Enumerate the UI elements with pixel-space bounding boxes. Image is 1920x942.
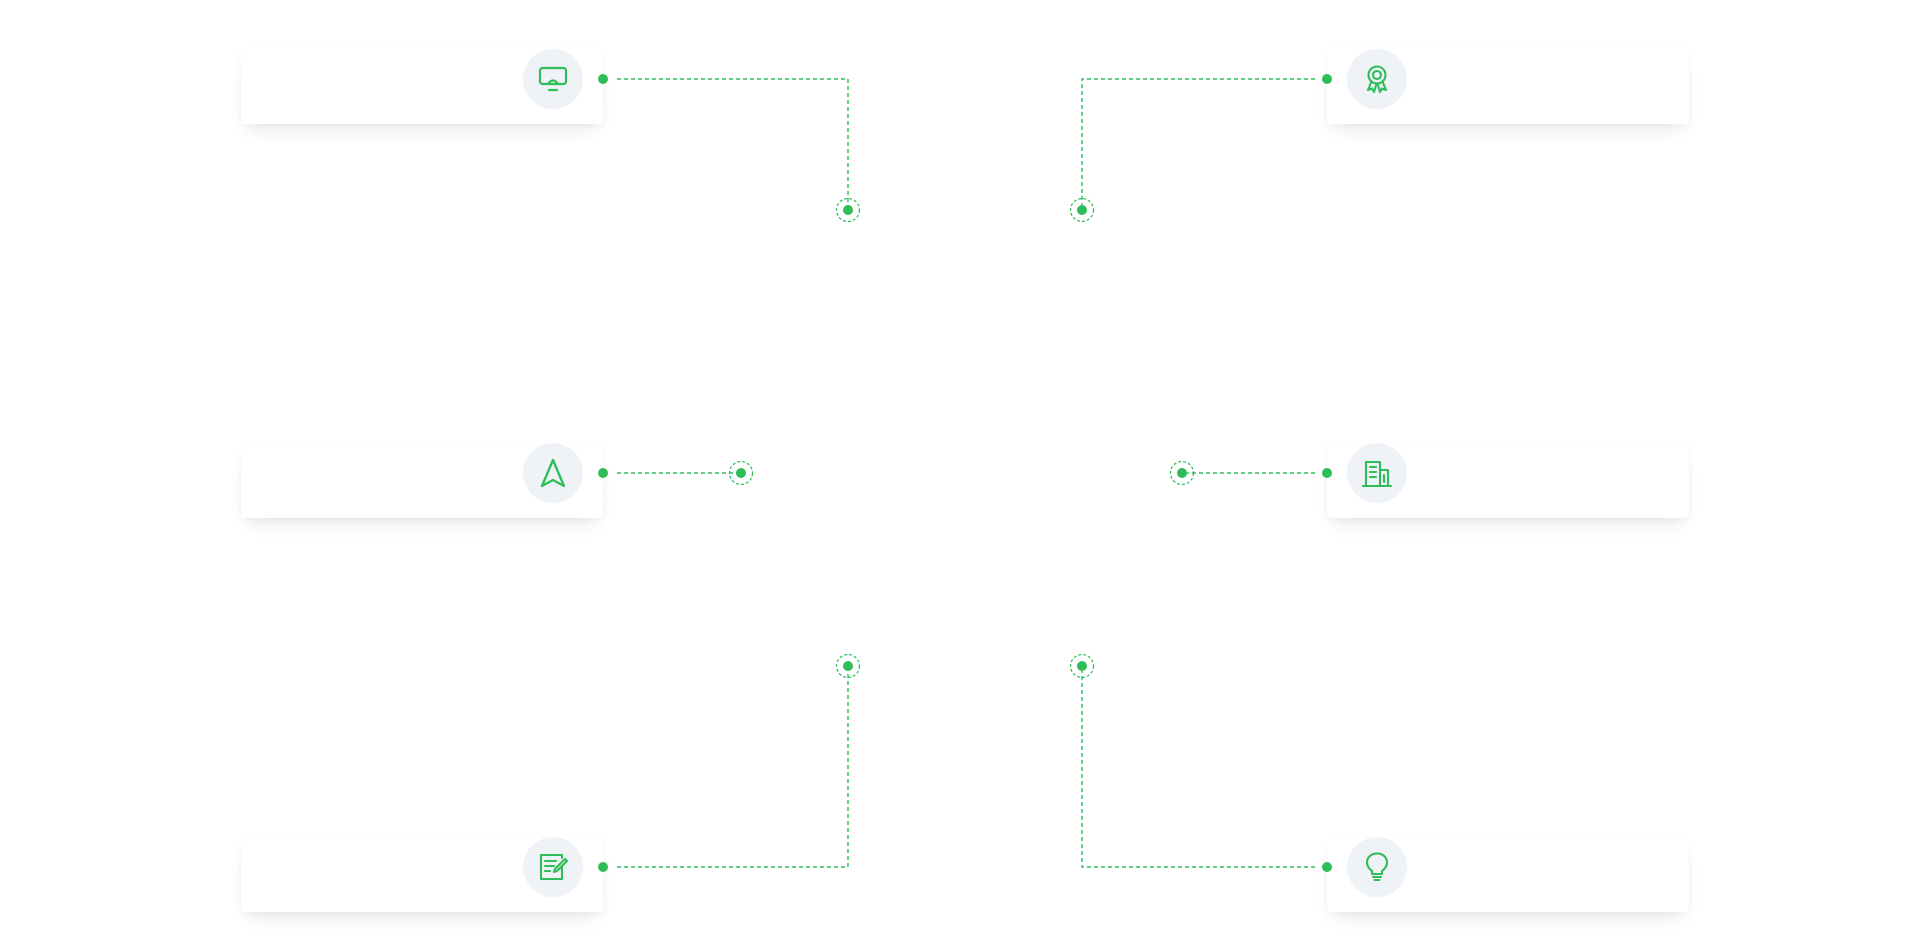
connector-top-right <box>1081 78 1315 210</box>
award-ribbon-icon <box>1347 49 1407 109</box>
target-node-bottom-right <box>1069 653 1095 679</box>
target-node-bottom-left <box>835 653 861 679</box>
target-node-middle-left <box>728 460 754 486</box>
building-icon <box>1347 443 1407 503</box>
target-node-middle-right <box>1169 460 1195 486</box>
target-node-top-right <box>1069 197 1095 223</box>
edit-document-icon <box>523 837 583 897</box>
connector-top-left <box>617 78 849 210</box>
navigation-arrow-icon <box>523 443 583 503</box>
monitor-icon <box>523 49 583 109</box>
connector-bottom-left <box>617 666 849 868</box>
connector-bottom-right <box>1081 666 1315 868</box>
target-node-top-left <box>835 197 861 223</box>
lightbulb-icon <box>1347 837 1407 897</box>
